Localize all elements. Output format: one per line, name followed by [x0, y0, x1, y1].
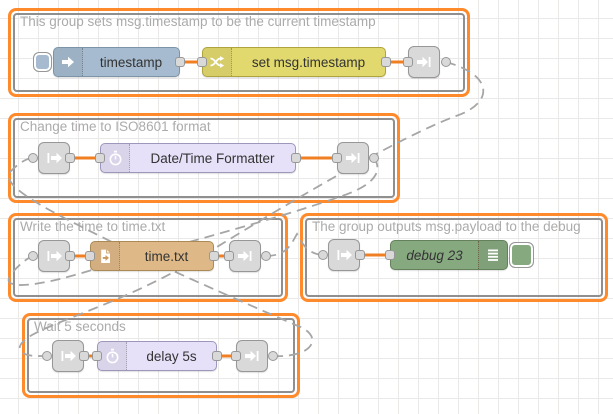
inject-trigger-button[interactable]: [33, 52, 52, 72]
timer-icon: [98, 342, 127, 370]
node-port[interactable]: [209, 251, 219, 261]
link-port[interactable]: [42, 351, 52, 361]
node-port[interactable]: [291, 153, 301, 163]
link-port[interactable]: [318, 250, 328, 260]
node-label: Date/Time Formatter: [150, 150, 275, 166]
delay-node[interactable]: delay 5s: [97, 341, 217, 371]
node-port[interactable]: [381, 57, 391, 67]
node-label: delay 5s: [146, 348, 197, 364]
link-wire-timestamp-to-wait[interactable]: [18, 61, 485, 357]
link-port[interactable]: [28, 251, 38, 261]
node-port[interactable]: [65, 153, 75, 163]
node-port[interactable]: [212, 351, 222, 361]
link-in-icon: [337, 249, 352, 261]
link-out-icon: [346, 152, 360, 164]
link-in-node[interactable]: [38, 142, 70, 174]
group-border: [13, 218, 283, 297]
link-port[interactable]: [268, 351, 278, 361]
inject-arrow-icon: [54, 48, 83, 76]
debug-node[interactable]: debug 23: [390, 240, 508, 270]
group-border: [305, 218, 603, 297]
node-port[interactable]: [355, 250, 365, 260]
link-out-icon: [238, 250, 252, 262]
timer-icon: [101, 144, 130, 172]
link-in-node[interactable]: [328, 239, 360, 271]
link-wire-file-to-debug[interactable]: [265, 232, 324, 257]
inject-node[interactable]: timestamp: [53, 47, 180, 77]
node-port[interactable]: [95, 153, 105, 163]
link-port[interactable]: [28, 153, 38, 163]
node-port[interactable]: [332, 153, 342, 163]
link-port[interactable]: [441, 57, 451, 67]
debug-toggle-button[interactable]: [509, 242, 534, 268]
link-out-icon: [417, 56, 431, 68]
node-label: debug 23: [406, 247, 463, 263]
change-node[interactable]: set msg.timestamp: [202, 47, 386, 77]
node-label: time.txt: [144, 248, 189, 264]
node-port[interactable]: [92, 351, 102, 361]
group-border: [13, 118, 395, 198]
link-in-icon: [47, 250, 62, 262]
link-port[interactable]: [261, 251, 271, 261]
link-out-node[interactable]: [408, 46, 440, 78]
node-port[interactable]: [403, 57, 413, 67]
file-node[interactable]: time.txt: [90, 241, 214, 271]
group-border: [13, 13, 465, 92]
link-in-icon: [47, 152, 62, 164]
node-port[interactable]: [175, 57, 185, 67]
node-port[interactable]: [79, 351, 89, 361]
node-port[interactable]: [231, 351, 241, 361]
node-port[interactable]: [224, 251, 234, 261]
node-port[interactable]: [85, 251, 95, 261]
link-out-node[interactable]: [337, 142, 369, 174]
link-in-icon: [61, 350, 76, 362]
node-label: set msg.timestamp: [251, 54, 366, 70]
node-label: timestamp: [99, 54, 163, 70]
node-port[interactable]: [65, 251, 75, 261]
shuffle-icon: [203, 48, 232, 76]
file-out-icon: [91, 242, 120, 270]
datetime-formatter-node[interactable]: Date/Time Formatter: [100, 143, 296, 173]
link-port[interactable]: [369, 153, 379, 163]
node-port[interactable]: [385, 250, 395, 260]
link-wire-wait-to-iso[interactable]: [7, 157, 314, 357]
link-out-icon: [245, 350, 259, 362]
debug-list-icon: [478, 241, 507, 269]
node-port[interactable]: [197, 57, 207, 67]
